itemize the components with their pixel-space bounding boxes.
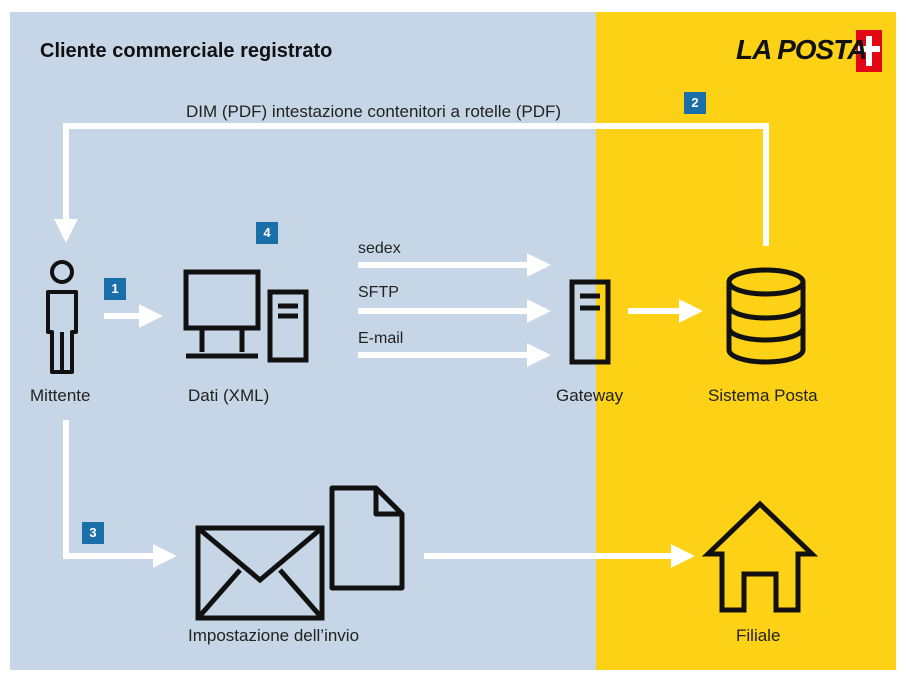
badge-4: 4 (256, 222, 278, 244)
database-icon (726, 267, 806, 365)
channel-sftp: SFTP (358, 284, 399, 301)
return-arrow (54, 123, 769, 246)
label-shipment: Impostazione dell’invio (188, 626, 360, 645)
logo-cross-icon (856, 30, 882, 72)
envelope-icon (195, 525, 325, 621)
badge-2: 2 (684, 92, 706, 114)
arrow-sender-shipment (63, 420, 177, 568)
channel-email: E-mail (358, 330, 404, 347)
computer-icon (183, 269, 309, 363)
document-icon (329, 485, 405, 591)
badge-3: 3 (82, 522, 104, 544)
label-sender: Mittente (30, 386, 91, 405)
label-data: Dati (XML) (188, 386, 270, 405)
logo: LA POSTA (736, 34, 867, 65)
page-title: Cliente commerciale registrato (40, 40, 333, 62)
person-icon (46, 260, 78, 374)
left-panel (10, 12, 596, 670)
label-branch: Filiale (736, 626, 781, 645)
server-icon (569, 279, 611, 365)
badge-1: 1 (104, 278, 126, 300)
label-post-system: Sistema Posta (708, 386, 818, 405)
right-panel (596, 12, 896, 670)
house-icon (701, 500, 819, 613)
return-label: DIM (PDF) intestazione contenitori a rot… (186, 102, 562, 121)
label-gateway: Gateway (556, 386, 624, 405)
channel-sedex: sedex (358, 240, 401, 257)
